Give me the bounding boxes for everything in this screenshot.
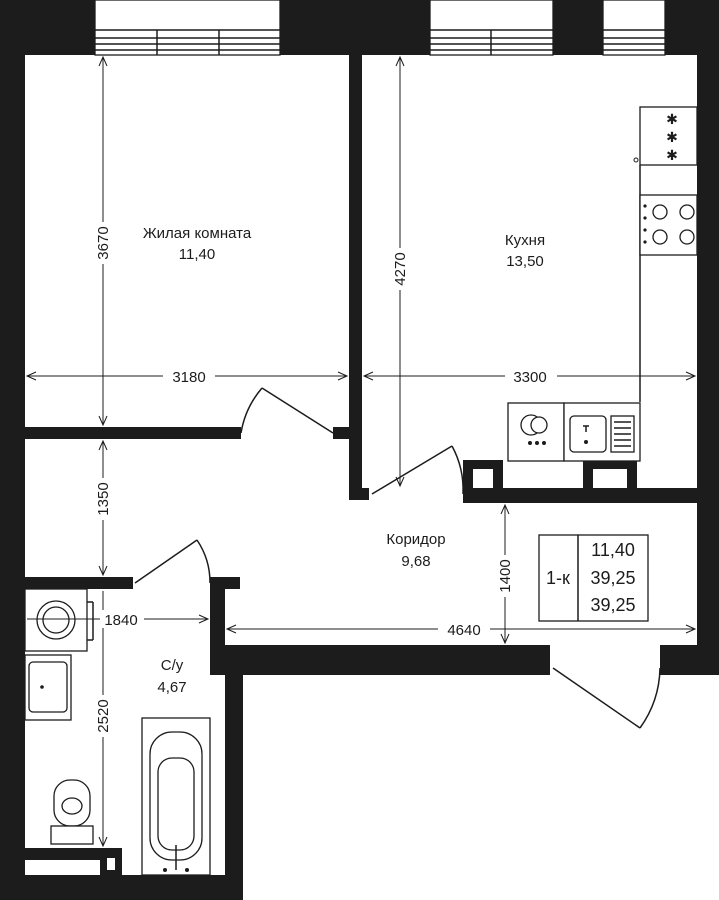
dim-corridor-height-left: 1350 (95, 482, 112, 515)
dim-bath-width: 1840 (104, 612, 137, 629)
door-kitchen (371, 445, 464, 495)
room-corridor-area: 9,68 (401, 553, 430, 570)
kitchen-sink (563, 402, 641, 462)
room-living-area: 11,40 (179, 246, 215, 263)
room-labels: Жилая комната 11,40 Кухня 13,50 Коридор … (143, 225, 545, 696)
dim-kitchen-height: 4270 (392, 252, 409, 285)
dim-kitchen-width: 3300 (513, 369, 546, 386)
summary-living-area: 11,40 (591, 540, 635, 560)
summary-total-area-2: 39,25 (590, 595, 635, 615)
svg-text:✱: ✱ (666, 129, 678, 145)
room-kitchen-area: 13,50 (506, 253, 544, 270)
bath-toilet (50, 779, 94, 845)
svg-text:✱: ✱ (666, 147, 678, 163)
kitchen-fridge: ✱ ✱ ✱ (633, 106, 698, 166)
bath-washing-machine (24, 588, 94, 652)
dim-living-height: 3670 (95, 226, 112, 259)
dim-bath-height: 2520 (95, 699, 112, 732)
window-living (94, 0, 281, 56)
area-summary-box: 1-к 11,40 39,25 39,25 (538, 534, 649, 622)
summary-total-area: 39,25 (590, 568, 635, 588)
bath-sink (24, 654, 72, 721)
dimension-labels: 3670 3180 4270 3300 1350 1400 4640 1840 … (93, 222, 557, 737)
dim-living-width: 3180 (172, 369, 205, 386)
svg-text:✱: ✱ (666, 111, 678, 127)
room-bathroom-name: С/у (161, 657, 184, 674)
window-kitchen-1 (429, 0, 554, 56)
door-entrance (552, 667, 661, 729)
door-bathroom (134, 539, 211, 584)
door-living (240, 387, 334, 434)
bathtub (141, 717, 211, 876)
room-living-name: Жилая комната (143, 225, 252, 242)
kitchen-stove (639, 194, 698, 256)
dim-corridor-height-right: 1400 (497, 559, 514, 592)
room-bathroom-area: 4,67 (157, 679, 186, 696)
kitchen-washer (507, 402, 565, 462)
room-corridor-name: Коридор (386, 531, 445, 548)
dim-corridor-width: 4640 (447, 622, 480, 639)
room-kitchen-name: Кухня (505, 232, 545, 249)
window-kitchen-2 (602, 0, 666, 56)
summary-apartment-type: 1-к (546, 568, 570, 588)
